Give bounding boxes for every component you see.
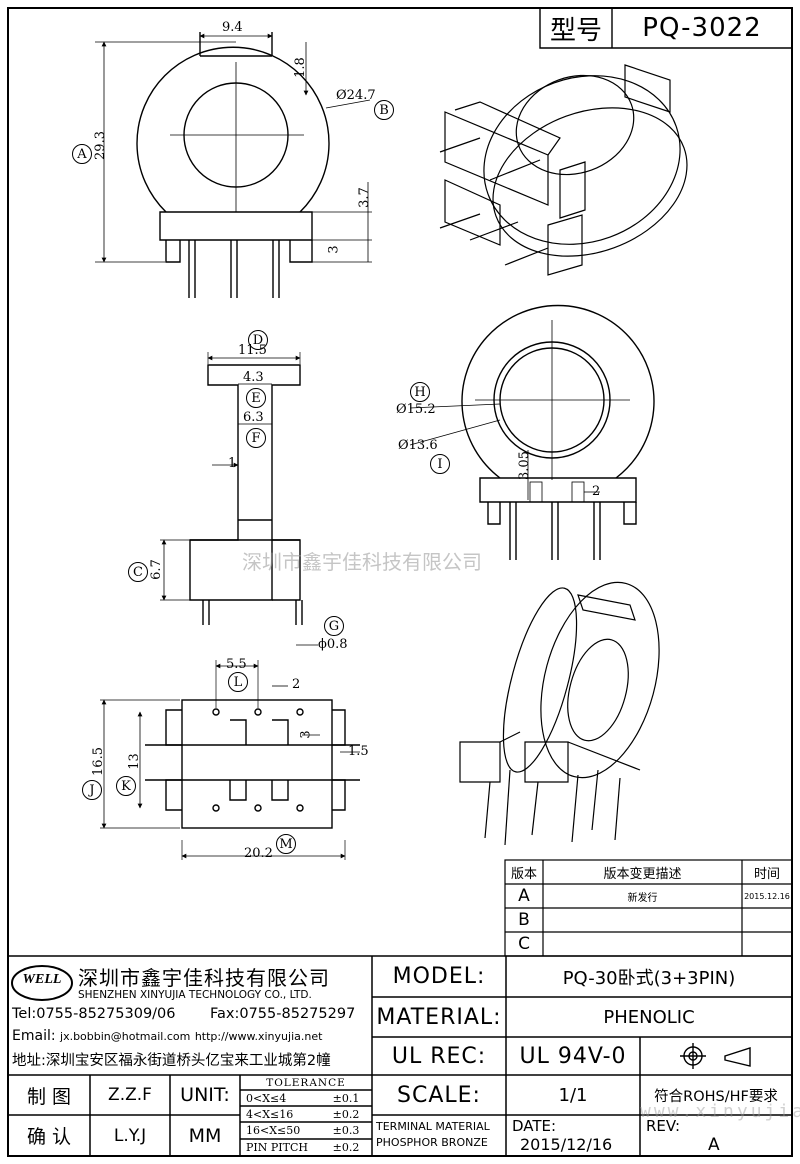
title-block-grid <box>8 955 792 1156</box>
revision-header-desc: 版本变更描述 <box>603 866 682 882</box>
callout-g: G <box>324 616 344 636</box>
company-name-en: SHENZHEN XINYUJIA TECHNOLOGY CO., LTD. <box>78 989 312 1001</box>
drawn-label: 制 图 <box>26 1085 72 1108</box>
company-address: 地址:深圳宝安区福永街道桥头亿宝来工业城第2幢 <box>12 1053 331 1069</box>
rev-value: A <box>708 1135 720 1155</box>
section-view <box>160 352 318 646</box>
iso-view-bottom <box>459 581 660 846</box>
unit-label: UNIT: <box>180 1084 230 1106</box>
dim-front-height: 29.3 <box>92 131 108 160</box>
company-email-label: Email: <box>12 1028 56 1044</box>
callout-b: B <box>374 100 394 120</box>
dim-front-top: 1.8 <box>292 57 308 78</box>
dim-side-gap: 2 <box>592 484 601 499</box>
model-label: MODEL: <box>392 964 486 989</box>
terminal-value: PHOSPHOR BRONZE <box>376 1136 488 1149</box>
dim-side-outer: Ø15.2 <box>396 402 436 417</box>
callout-i: I <box>430 454 450 474</box>
dim-bottom-pitch: 5.5 <box>226 657 247 672</box>
iso-view-top <box>439 64 688 276</box>
rev-label: REV: <box>646 1117 680 1135</box>
tolerance-range: 16<X≤50 <box>246 1124 301 1137</box>
dim-bottom-depth: 3 <box>298 730 314 739</box>
dim-section-inner: 4.3 <box>243 370 264 385</box>
callout-e: E <box>246 388 266 408</box>
date-value: 2015/12/16 <box>520 1135 613 1154</box>
callout-c: C <box>128 562 148 582</box>
tolerance-range: PIN PITCH <box>246 1141 308 1154</box>
terminal-label: TERMINAL MATERIAL <box>376 1120 490 1133</box>
tolerance-value: ±0.2 <box>332 1107 360 1121</box>
checked-by: L.Y.J <box>113 1125 147 1146</box>
material-value: PHENOLIC <box>603 1006 695 1028</box>
scale-value: 1/1 <box>558 1084 588 1106</box>
callout-a: A <box>72 144 92 164</box>
callout-k: K <box>116 776 136 796</box>
dim-front-foot: 3 <box>326 245 342 254</box>
company-logo-icon <box>11 965 73 1001</box>
callout-l: L <box>228 672 248 692</box>
tolerance-value: ±0.3 <box>332 1124 360 1137</box>
callout-h: H <box>410 382 430 402</box>
company-tel: Tel:0755-85275309/06 <box>12 1006 176 1022</box>
revision-header-date: 时间 <box>753 866 780 882</box>
tolerance-value: ±0.2 <box>332 1141 360 1154</box>
dim-bottom-height: 16.5 <box>90 747 106 776</box>
part-number: PQ-3022 <box>642 13 762 43</box>
callout-d: D <box>248 330 268 350</box>
scale-label: SCALE: <box>397 1082 481 1108</box>
dim-front-base: 3.7 <box>356 187 372 208</box>
company-fax: Fax:0755-85275297 <box>210 1006 356 1022</box>
revision-row-version: A <box>518 886 530 906</box>
dim-front-diameter: Ø24.7 <box>336 88 376 103</box>
dim-bottom-tab: 1.5 <box>348 744 369 759</box>
front-view <box>95 32 372 298</box>
revision-row-version: B <box>518 910 530 930</box>
tolerance-value: ±0.1 <box>332 1091 360 1105</box>
company-email[interactable]: jx.bobbin@hotmail.com <box>60 1030 191 1043</box>
dim-side-height: 3.05 <box>516 451 532 480</box>
date-label: DATE: <box>512 1117 557 1135</box>
dim-section-flange: 6.7 <box>148 559 164 580</box>
dim-front-width: 9.4 <box>222 20 243 35</box>
projection-symbol-icon <box>680 1043 751 1069</box>
company-email-line: Email: jx.bobbin@hotmail.com http://www.… <box>12 1028 322 1044</box>
watermark-url: www.xinyujia.net <box>640 1101 800 1122</box>
model-value: PQ-30卧式(3+3PIN) <box>562 967 736 989</box>
material-label: MATERIAL: <box>376 1004 502 1030</box>
dim-bottom-width: 20.2 <box>244 846 273 861</box>
callout-f: F <box>246 428 266 448</box>
dim-section-pin: ϕ0.8 <box>318 637 348 652</box>
tolerance-title: TOLERANCE <box>266 1076 346 1089</box>
dim-bottom-pin-span: 13 <box>126 753 142 770</box>
company-website[interactable]: http://www.xinyujia.net <box>194 1030 323 1043</box>
revision-row-version: C <box>518 934 530 954</box>
unit-value: MM <box>188 1124 222 1147</box>
revision-header-version: 版本 <box>510 866 537 882</box>
type-label: 型号 <box>549 15 602 46</box>
dim-bottom-slot: 2 <box>292 677 301 692</box>
revision-row-desc: 新发行 <box>627 892 658 904</box>
callout-m: M <box>276 834 296 854</box>
tolerance-range: 0<X≤4 <box>246 1091 287 1105</box>
tolerance-range: 4<X≤16 <box>246 1107 294 1121</box>
dim-section-core: 6.3 <box>243 410 264 425</box>
ulrec-label: UL REC: <box>391 1043 487 1069</box>
company-name-cn: 深圳市鑫宇佳科技有限公司 <box>78 966 330 990</box>
revision-row-date: 2015.12.16 <box>744 891 790 901</box>
watermark-company: 深圳市鑫宇佳科技有限公司 <box>242 550 482 574</box>
callout-j: J <box>82 780 102 800</box>
side-view <box>409 304 655 560</box>
company-logo-text: WELL <box>22 972 62 987</box>
dim-section-wall: 1 <box>228 456 237 471</box>
bottom-view <box>100 660 360 860</box>
drawn-by: Z.Z.F <box>108 1085 152 1105</box>
ulrec-value: UL 94V-0 <box>519 1043 627 1069</box>
checked-label: 确 认 <box>26 1126 72 1148</box>
dim-side-inner: Ø13.6 <box>398 438 438 453</box>
rohs-note: 符合ROHS/HF要求 <box>654 1088 778 1105</box>
